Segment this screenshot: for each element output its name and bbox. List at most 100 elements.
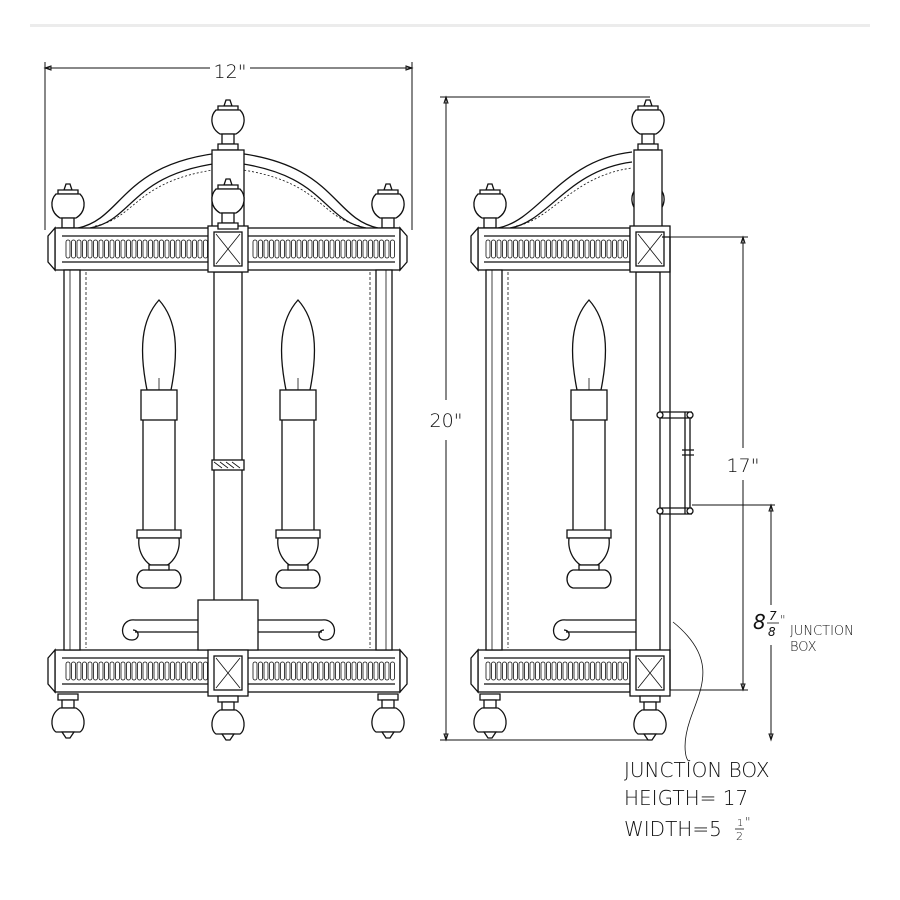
bead xyxy=(584,239,590,259)
bead xyxy=(109,661,115,681)
bead xyxy=(507,239,513,259)
bead xyxy=(313,239,318,259)
bead xyxy=(82,661,87,681)
bead xyxy=(623,239,628,259)
back-plate xyxy=(662,236,671,690)
bead xyxy=(562,239,568,259)
bead xyxy=(568,239,573,259)
bead xyxy=(269,661,274,681)
bead xyxy=(340,661,346,681)
bead xyxy=(142,661,148,681)
junction-dim-denominator: 8 xyxy=(768,625,776,639)
bead xyxy=(104,661,109,681)
junction-dim-numerator: 7 xyxy=(769,609,777,623)
junction-dim-whole: 8 xyxy=(753,610,766,634)
center-post xyxy=(197,149,259,697)
side-top-frieze xyxy=(470,226,631,272)
bead xyxy=(87,661,93,681)
right-bottom-finial xyxy=(371,693,405,739)
bead xyxy=(524,661,529,681)
bead xyxy=(551,661,557,681)
width-dimension-label: 12" xyxy=(214,61,247,83)
bead xyxy=(340,239,346,259)
bead xyxy=(76,239,82,259)
bead xyxy=(263,239,269,259)
bead xyxy=(540,239,546,259)
bead xyxy=(373,239,379,259)
bead xyxy=(296,661,302,681)
bead xyxy=(148,661,153,681)
bead xyxy=(285,661,291,681)
bead xyxy=(192,239,197,259)
bead xyxy=(351,661,357,681)
bead xyxy=(87,239,93,259)
bead xyxy=(131,239,137,259)
bead xyxy=(252,239,258,259)
bead xyxy=(513,661,518,681)
bead xyxy=(192,661,197,681)
bead xyxy=(568,661,573,681)
bead xyxy=(115,239,120,259)
bead-row xyxy=(485,239,628,259)
bead xyxy=(181,661,186,681)
bead xyxy=(126,661,131,681)
bead xyxy=(291,239,296,259)
bead xyxy=(617,661,623,681)
bead xyxy=(197,661,203,681)
side-left-bottom-finial xyxy=(473,693,507,739)
right-finial xyxy=(371,183,405,235)
bead xyxy=(390,239,395,259)
bead xyxy=(595,661,601,681)
bead xyxy=(318,661,324,681)
left-bottom-finial xyxy=(51,693,85,739)
bead xyxy=(384,239,390,259)
bead xyxy=(335,239,340,259)
bead xyxy=(573,239,579,259)
bead-row xyxy=(65,239,395,259)
left-finial xyxy=(51,183,85,235)
height-dimension-label: 20" xyxy=(430,410,463,432)
bead xyxy=(307,661,313,681)
junction-dim-label-2: BOX xyxy=(790,640,817,655)
bead xyxy=(82,239,87,259)
bead xyxy=(357,239,362,259)
bead xyxy=(346,661,351,681)
side-left-finial xyxy=(473,183,507,235)
bead xyxy=(546,661,551,681)
bead xyxy=(379,661,384,681)
bead xyxy=(274,239,280,259)
bead xyxy=(175,661,181,681)
bead xyxy=(557,661,562,681)
bead xyxy=(329,239,335,259)
right-candle xyxy=(275,299,321,589)
header-divider xyxy=(30,24,870,27)
bead xyxy=(551,239,557,259)
bead xyxy=(126,239,131,259)
bead xyxy=(115,661,120,681)
bead xyxy=(109,239,115,259)
bead xyxy=(373,661,379,681)
junction-box-note: JUNCTION BOX HEIGTH= 17 WIDTH=5 1 2 " xyxy=(624,758,770,843)
bead xyxy=(590,239,595,259)
bead xyxy=(623,661,628,681)
bead xyxy=(612,661,617,681)
bead xyxy=(507,661,513,681)
bead xyxy=(496,239,502,259)
bead xyxy=(535,239,540,259)
bead xyxy=(606,239,612,259)
side-candle-arm xyxy=(552,619,636,641)
side-posts xyxy=(485,149,671,697)
bead xyxy=(384,661,390,681)
junction-leader-line xyxy=(672,621,704,762)
bead xyxy=(307,239,313,259)
bead xyxy=(274,661,280,681)
side-candle xyxy=(566,299,612,589)
bead xyxy=(524,239,529,259)
note-fraction-num: 1 xyxy=(737,818,743,829)
side-arch xyxy=(497,151,633,229)
bead xyxy=(612,239,617,259)
junction-dim-unit: " xyxy=(780,613,786,627)
bead xyxy=(562,661,568,681)
bead xyxy=(491,239,496,259)
